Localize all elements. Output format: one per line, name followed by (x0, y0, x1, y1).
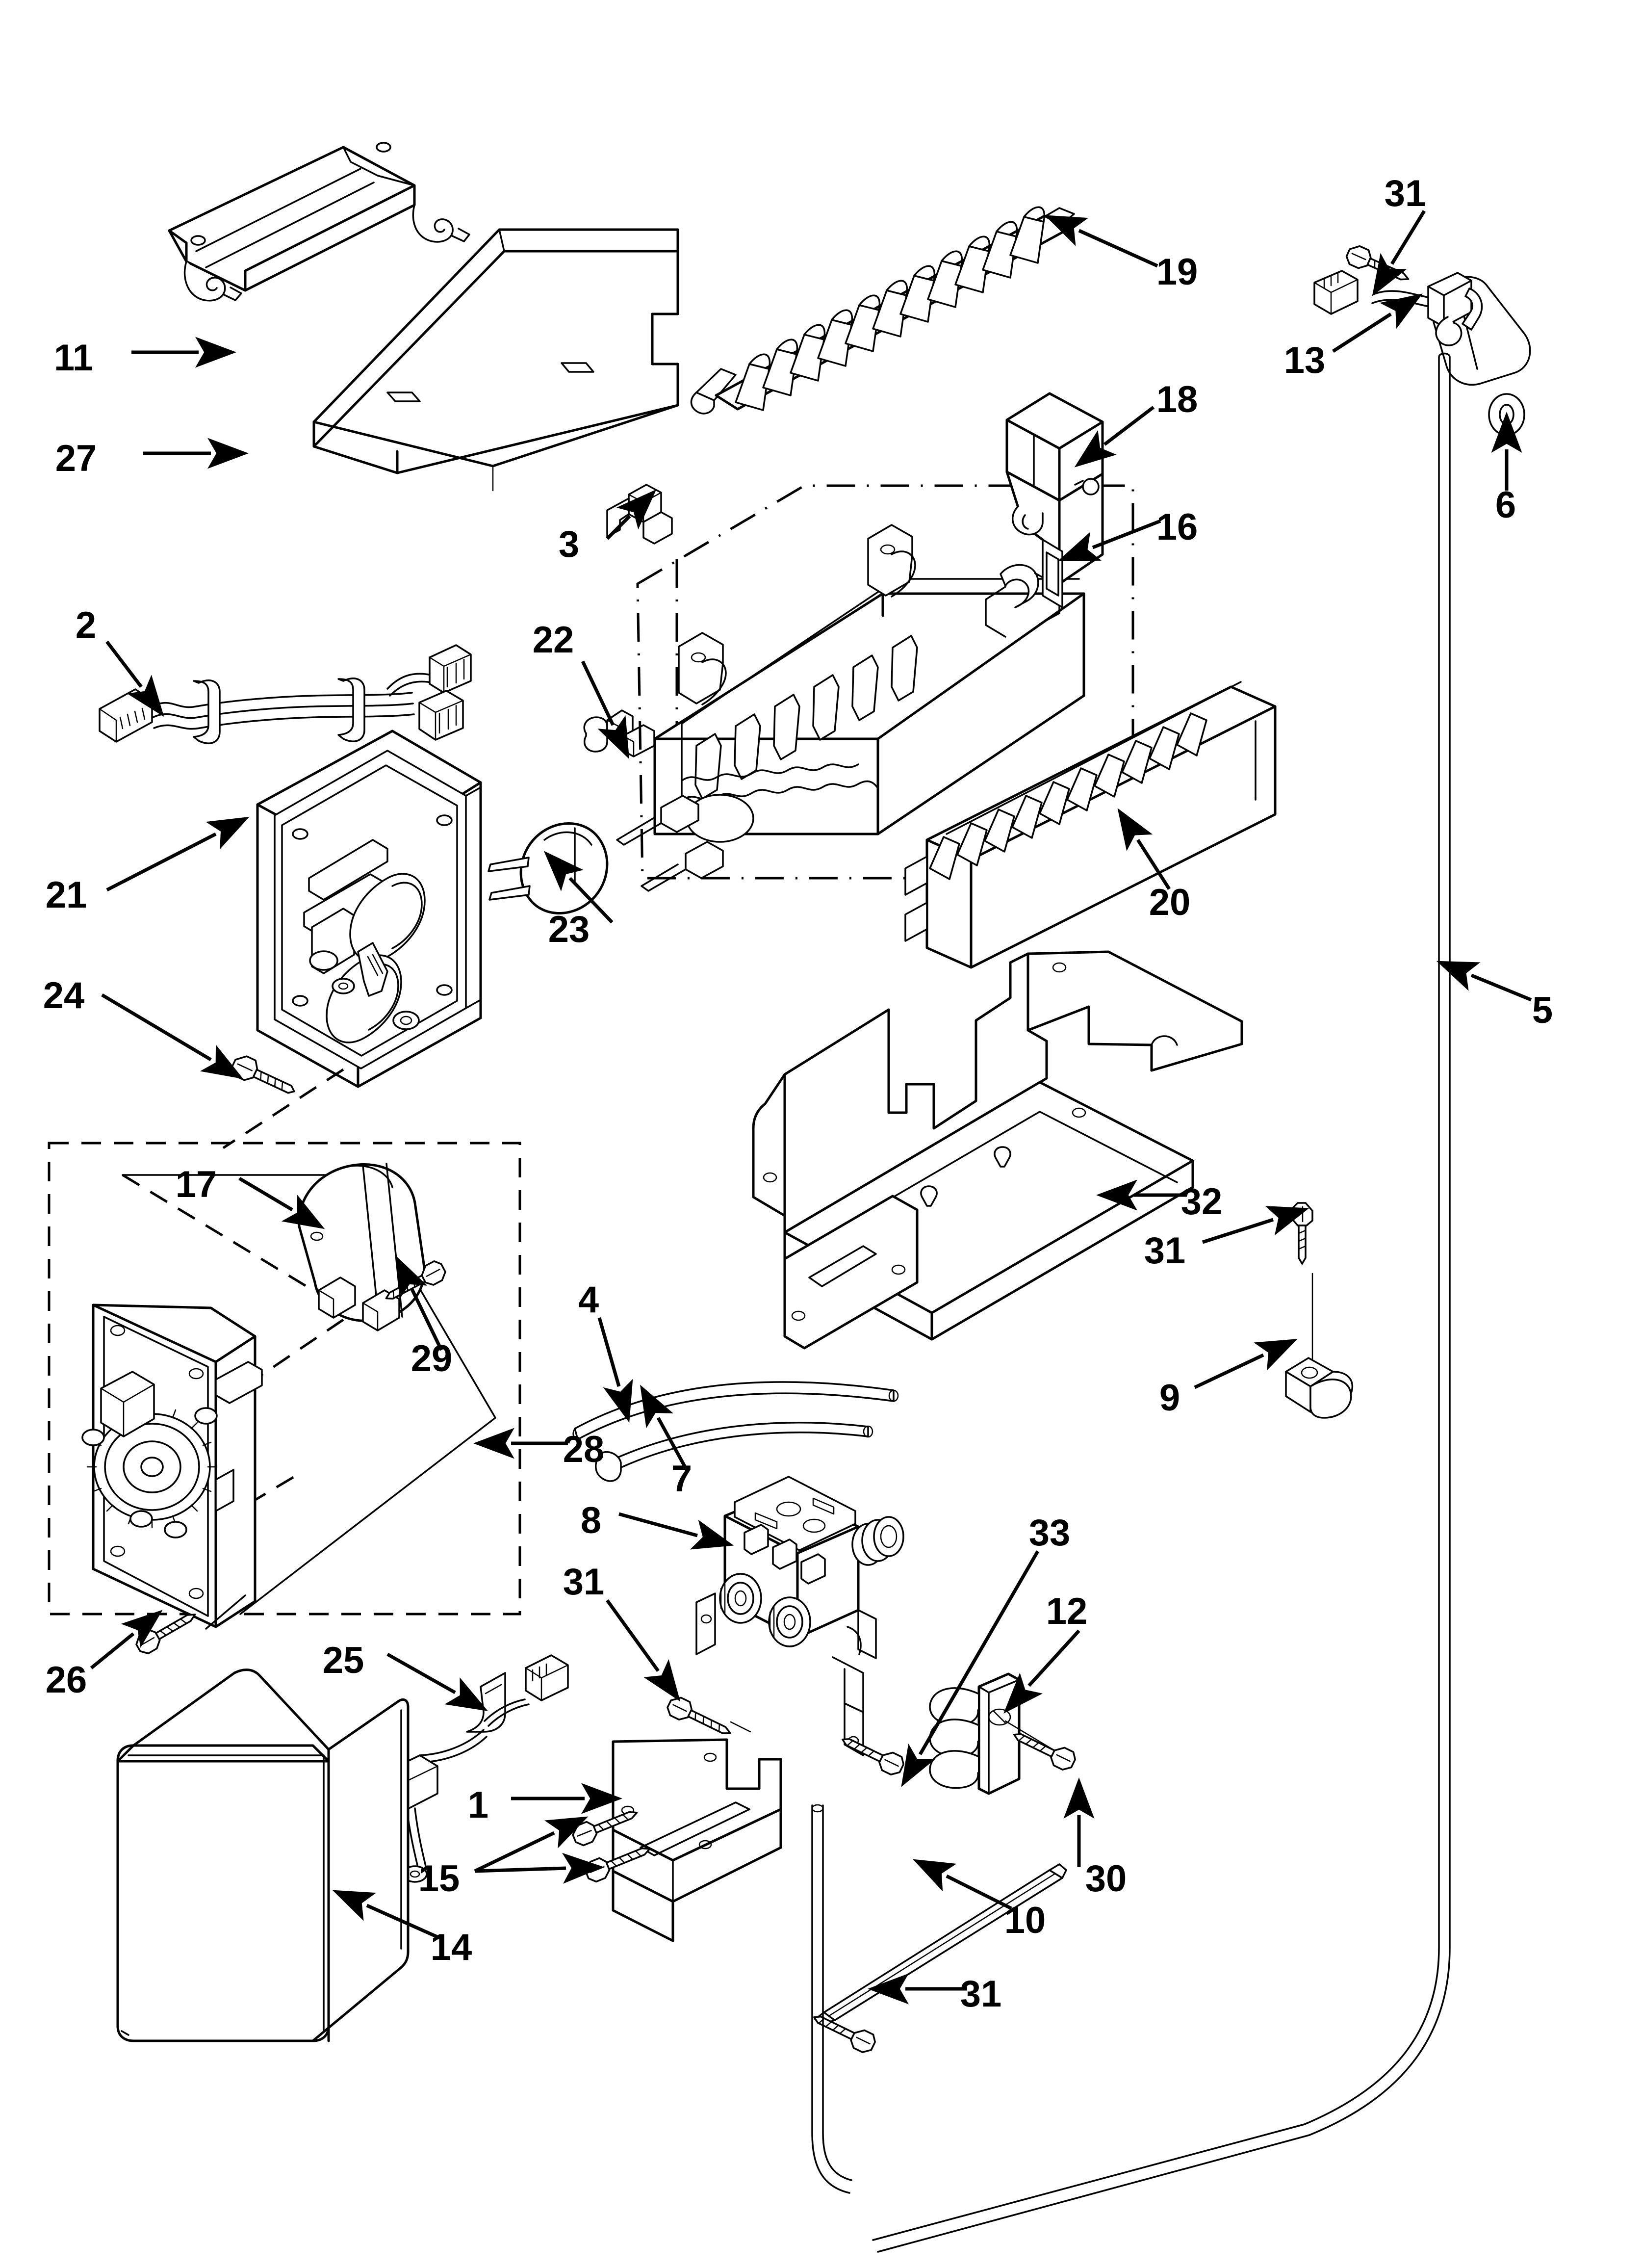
callout-number-31: 31 (563, 1561, 605, 1603)
part-guide-rail-screw (813, 2015, 876, 2053)
part-ice-ejector-auger (690, 206, 1075, 415)
part-water-supply-tube (872, 352, 1451, 2253)
callout-number-31: 31 (1385, 173, 1426, 214)
part-ice-mold-support-rail (168, 142, 470, 302)
part-mold-drive-coupler (583, 709, 655, 757)
callout-number-25: 25 (323, 1640, 364, 1681)
callout-number-12: 12 (1046, 1590, 1088, 1632)
callout-number-15: 15 (418, 1858, 460, 1900)
callout-number-23: 23 (548, 909, 590, 950)
callout-number-13: 13 (1284, 339, 1326, 381)
callout-number-3: 3 (559, 523, 579, 565)
part-valve-mounting-bracket (612, 1738, 782, 1942)
part-wire-harness (99, 644, 472, 744)
callout-number-26: 26 (46, 1659, 87, 1701)
part-vertical-drop-tube (811, 1804, 852, 2194)
callout-leaders (90, 210, 1532, 2005)
callout-number-33: 33 (1029, 1512, 1071, 1554)
part-water-inlet-valve (695, 1476, 904, 1756)
callout-number-28: 28 (563, 1429, 605, 1470)
motor-module-outline (48, 1142, 521, 1616)
part-ice-mold-body (616, 524, 1085, 892)
callout-number-labels: 1127221243222319181620311365323191729284… (43, 173, 1553, 2015)
callout-number-31: 31 (960, 1973, 1002, 2015)
callout-number-27: 27 (55, 438, 97, 479)
part-icemaker-cover-lid (312, 228, 679, 492)
part-water-fill-tube-lower (595, 1422, 873, 1482)
callout-number-24: 24 (43, 975, 85, 1017)
part-module-housing (256, 730, 482, 1088)
part-icemaker-drive-motor (298, 1163, 426, 1331)
callout-number-10: 10 (1004, 1900, 1046, 1941)
part-module-mounting-screw (231, 1055, 295, 1094)
callout-number-19: 19 (1156, 251, 1198, 293)
part-valve-retaining-screw (842, 1738, 904, 1775)
callout-number-29: 29 (411, 1338, 453, 1380)
callout-number-6: 6 (1495, 484, 1516, 526)
part-clip-fastening-screw (1013, 1733, 1076, 1771)
part-tube-clamp-screw (1291, 1202, 1313, 1370)
callout-number-31: 31 (1144, 1230, 1186, 1272)
callout-number-20: 20 (1149, 882, 1191, 923)
callout-number-32: 32 (1181, 1181, 1223, 1223)
callout-number-14: 14 (431, 1927, 472, 1968)
callout-number-4: 4 (578, 1279, 599, 1321)
callout-number-21: 21 (46, 874, 87, 916)
part-module-gear-plate (81, 1303, 263, 1628)
part-icemaker-mounting-bracket (752, 950, 1243, 1350)
part-icemaker-insulation-cover (116, 1668, 410, 2042)
callout-number-5: 5 (1532, 990, 1553, 1031)
assembly-guide-line (222, 1068, 344, 1149)
callout-number-8: 8 (581, 1500, 601, 1541)
module-guide-a (122, 1173, 310, 1289)
part-tube-guide-rail (814, 1863, 1067, 2025)
part-mold-retaining-clip (606, 484, 673, 545)
callout-number-30: 30 (1085, 1858, 1127, 1900)
part-water-tube-grommet (1488, 393, 1525, 436)
part-thermostat-sensor (1313, 270, 1531, 386)
callout-number-1: 1 (468, 1784, 488, 1826)
part-water-line-clip (929, 1672, 1055, 1795)
callout-number-17: 17 (176, 1164, 217, 1205)
part-ice-stripper (904, 681, 1277, 969)
callout-number-22: 22 (533, 619, 574, 661)
part-valve-bracket-screw (667, 1696, 751, 1734)
callout-number-16: 16 (1156, 506, 1198, 548)
callout-number-2: 2 (76, 604, 96, 646)
callout-number-11: 11 (54, 337, 93, 379)
callout-number-9: 9 (1159, 1377, 1180, 1419)
callout-number-18: 18 (1156, 379, 1198, 420)
callout-number-7: 7 (671, 1458, 692, 1500)
part-water-tube-clamp (1285, 1357, 1354, 1419)
